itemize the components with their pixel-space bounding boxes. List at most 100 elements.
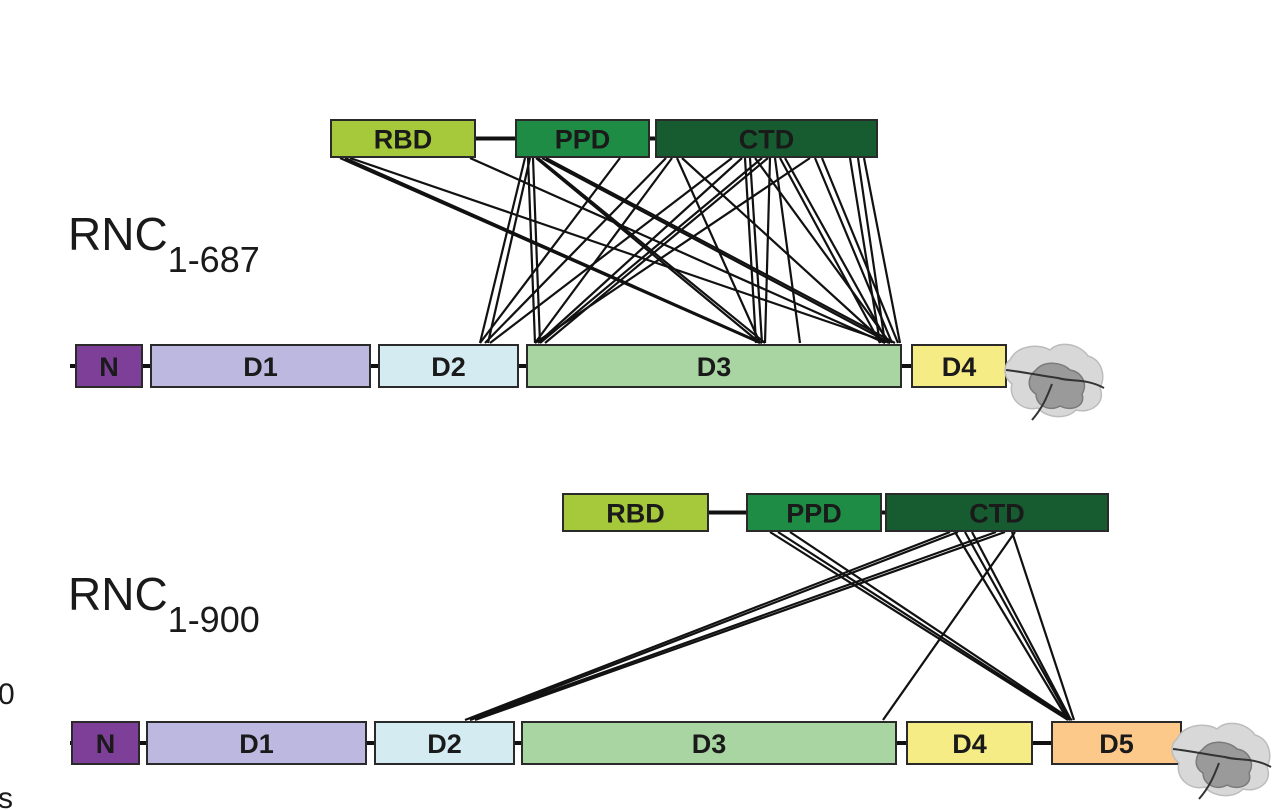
mrna-strand: [1005, 369, 1105, 389]
crosslink: [539, 157, 763, 344]
domain-label: N: [99, 352, 119, 382]
crosslink: [882, 531, 1016, 721]
domain-box: [330, 119, 476, 158]
crosslink: [777, 531, 1071, 721]
domain-label: PPD: [786, 499, 842, 529]
bottom-domains-rnc-900: N D1 D2 D3 D4 D5: [70, 721, 1182, 765]
domain-label: RBD: [606, 499, 665, 529]
crosslink: [769, 531, 1069, 721]
crosslink: [479, 157, 621, 344]
crosslink: [862, 157, 902, 344]
domain-label: D2: [427, 729, 462, 759]
domain-box: [1051, 721, 1182, 765]
domain-label: D1: [243, 352, 278, 382]
domain-box: [562, 493, 709, 532]
crosslink: [344, 156, 763, 345]
ribosome-icon: [1004, 343, 1105, 421]
domain-label: D3: [692, 729, 727, 759]
crosslink: [489, 157, 733, 344]
mrna-tail: [1031, 383, 1053, 421]
crosslink: [469, 530, 959, 722]
domain-ppd: PPD: [746, 493, 882, 532]
domain-label: PPD: [555, 125, 611, 155]
domain-d5: D5: [1051, 721, 1182, 765]
crosslink: [813, 157, 894, 344]
crosslink: [754, 157, 891, 344]
domain-d2: D2: [374, 721, 515, 765]
domain-n: N: [71, 721, 140, 765]
crosslink: [469, 156, 886, 345]
edge-fragment-2: s: [0, 782, 13, 810]
crosslink: [789, 531, 1073, 721]
domain-box: [906, 721, 1033, 765]
domain-label: D4: [952, 729, 987, 759]
domain-d1: D1: [150, 344, 371, 388]
domain-d1: D1: [146, 721, 367, 765]
crosslink: [971, 531, 1072, 721]
domain-box: [911, 344, 1007, 388]
crosslink: [478, 157, 527, 344]
crosslink: [526, 157, 537, 344]
ribosomes: [1004, 343, 1272, 800]
crosslink: [469, 530, 997, 722]
crosslink: [681, 157, 886, 344]
domain-label: D5: [1099, 729, 1134, 759]
crosslink: [856, 157, 887, 344]
domain-d4: D4: [911, 344, 1007, 388]
crosslink: [743, 157, 758, 344]
panel-title-rnc-687: RNC1-687: [68, 208, 260, 280]
domain-d3: D3: [526, 344, 902, 388]
domain-box: [746, 493, 882, 532]
domain-rbd: RBD: [562, 493, 709, 532]
crosslinks-rnc-687: [339, 156, 902, 345]
domain-box: [71, 721, 140, 765]
domain-box: [521, 721, 897, 765]
domain-ctd: CTD: [655, 119, 878, 158]
domain-n: N: [75, 344, 143, 388]
ribosome-large-subunit: [1195, 741, 1253, 789]
crosslink: [820, 157, 900, 344]
crosslink: [486, 157, 532, 344]
edge-fragment-1: 0: [0, 678, 15, 711]
crosslink: [545, 157, 896, 344]
crosslink: [537, 157, 743, 344]
crosslink: [541, 157, 891, 344]
domain-box: [526, 344, 902, 388]
domain-label: D1: [239, 729, 274, 759]
domain-d2: D2: [378, 344, 519, 388]
crosslink: [544, 157, 769, 344]
domain-ppd: PPD: [515, 119, 650, 158]
domain-d4: D4: [906, 721, 1033, 765]
domain-rbd: RBD: [330, 119, 476, 158]
domain-label: CTD: [969, 499, 1025, 529]
domain-d3: D3: [521, 721, 897, 765]
ribosome-large-subunit: [1028, 362, 1086, 410]
crosslink: [773, 157, 802, 344]
crosslink: [1010, 531, 1076, 721]
crosslink: [784, 157, 889, 344]
crosslink: [779, 157, 881, 344]
panel-title-rnc-900: RNC1-900: [68, 568, 260, 640]
domain-box: [150, 344, 371, 388]
domain-label: RBD: [374, 125, 433, 155]
domain-box: [374, 721, 515, 765]
crosslink: [964, 531, 1071, 721]
crosslinks-rnc-900: [464, 530, 1076, 722]
top-domains-rnc-900: RBD PPD CTD: [562, 493, 1109, 532]
crosslink: [534, 157, 811, 344]
crosslink: [464, 530, 951, 722]
crosslink: [848, 157, 882, 344]
domain-box: [655, 119, 878, 158]
crosslink: [748, 157, 764, 344]
crosslink: [535, 157, 761, 344]
domain-label: D4: [942, 352, 977, 382]
crosslink: [474, 530, 1006, 722]
ribosome-icon: [1171, 722, 1272, 800]
mrna-strand: [1172, 748, 1272, 768]
domain-box: [146, 721, 367, 765]
domain-box: [378, 344, 519, 388]
